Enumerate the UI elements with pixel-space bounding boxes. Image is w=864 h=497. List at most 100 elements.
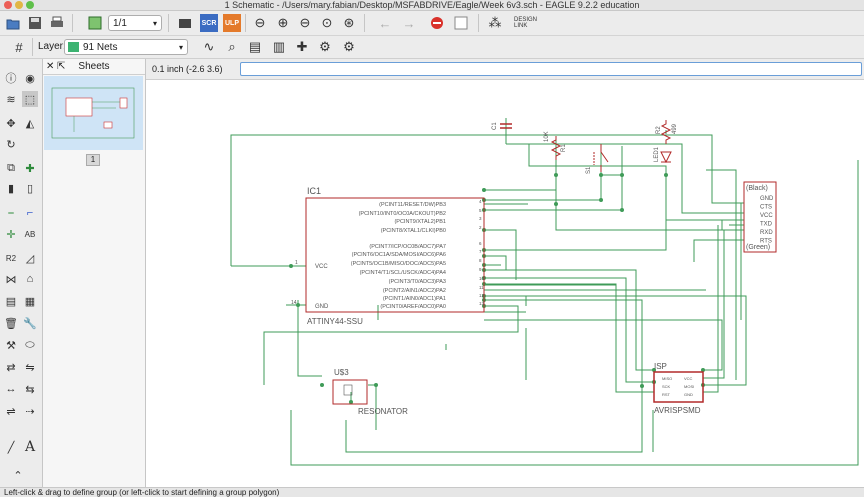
line-icon[interactable]: ◿: [25, 252, 35, 265]
wire-bend-icon[interactable]: ∿: [203, 39, 215, 54]
zoom-fit-icon[interactable]: ⊖: [254, 15, 266, 30]
resonator-name: U$3: [334, 368, 349, 377]
undo-icon[interactable]: ←: [378, 15, 392, 31]
ic1-pin-number: 6: [479, 241, 482, 246]
paste-icon[interactable]: ▤: [5, 295, 17, 308]
grid-icon[interactable]: #: [15, 39, 23, 55]
board-icon[interactable]: [86, 14, 104, 32]
split-icon[interactable]: ⋈: [5, 273, 17, 286]
search-icon[interactable]: ⌕: [228, 39, 236, 54]
filter-icon[interactable]: ▤: [248, 39, 262, 54]
ic1-symbol[interactable]: IC1 ATTINY44-SSU VCC GND 1 14 (PCINT11/R…: [291, 186, 485, 326]
value-icon[interactable]: R2: [5, 253, 17, 263]
brush-icon[interactable]: ⚒: [6, 339, 16, 352]
gateswap-icon[interactable]: ⇄: [6, 361, 16, 374]
show-icon[interactable]: ◉: [25, 72, 35, 85]
bus-icon[interactable]: ⌐: [26, 207, 34, 219]
add-net-icon[interactable]: ✚: [296, 39, 308, 54]
close-icon[interactable]: ✕: [46, 61, 55, 72]
mirror-icon[interactable]: ◭: [25, 117, 35, 130]
junction-icon[interactable]: ✛: [6, 228, 16, 241]
r2-symbol[interactable]: R2 499: [656, 120, 678, 144]
s1-name: S1: [586, 166, 592, 174]
ulp-button[interactable]: ULP: [223, 14, 241, 32]
wrench-icon[interactable]: 🔧: [23, 317, 37, 330]
expand-icon[interactable]: ⌃: [13, 469, 23, 482]
cut-icon[interactable]: ▦: [24, 295, 36, 308]
redo-icon[interactable]: →: [402, 15, 416, 31]
layer-select[interactable]: 91 Nets ▾: [64, 39, 188, 55]
ic1-pin-number: 3: [479, 216, 482, 221]
add-icon[interactable]: ✚: [25, 162, 35, 175]
split-wire-icon[interactable]: ⇢: [25, 405, 35, 418]
ic1-gnd-label: GND: [315, 304, 329, 310]
zoom-redraw-icon[interactable]: ⊛: [343, 15, 355, 30]
design-link-button[interactable]: DESIGN LINK: [514, 17, 538, 29]
label-icon[interactable]: AB: [24, 229, 36, 239]
sheet-thumbnail[interactable]: [44, 76, 143, 150]
smash-icon[interactable]: ⇋: [25, 361, 35, 374]
invoke-icon[interactable]: ⇆: [25, 383, 35, 396]
led1-symbol[interactable]: LED1: [654, 146, 672, 164]
ic1-pin-number: 10: [479, 276, 485, 281]
zoom-select-icon[interactable]: ⊙: [321, 15, 333, 30]
cam-icon[interactable]: [176, 14, 194, 32]
zoom-out-icon[interactable]: ⊖: [299, 15, 311, 30]
ftdi-pin-label: GND: [760, 196, 774, 202]
ic1-pin-number: 13: [479, 301, 485, 306]
undock-icon[interactable]: ⇱: [57, 61, 66, 72]
attributes-icon[interactable]: ▥: [272, 39, 286, 54]
s1-symbol[interactable]: S1: [586, 144, 609, 174]
stop-icon[interactable]: [428, 14, 446, 32]
ftdi-pin-label: RXD: [760, 230, 773, 236]
isp-pin-label: VCC: [684, 376, 693, 381]
move-icon[interactable]: ✥: [6, 117, 16, 130]
wire-icon[interactable]: ╱: [7, 441, 15, 454]
delete-icon[interactable]: 🗑: [4, 317, 18, 330]
save-icon[interactable]: [26, 14, 44, 32]
window-title: 1 Schematic - /Users/mary.fabian/Desktop…: [224, 0, 640, 10]
optimize-icon[interactable]: ↔: [5, 383, 17, 395]
sheet-select[interactable]: 1/1▾: [108, 15, 162, 31]
c1-symbol[interactable]: C1: [492, 118, 512, 144]
text-icon[interactable]: A: [24, 439, 36, 455]
info-icon[interactable]: ⓘ: [5, 73, 17, 85]
status-text: Left-click & drag to define group (or le…: [4, 488, 280, 497]
sheet-number[interactable]: 1: [86, 154, 100, 166]
scr-button[interactable]: SCR: [200, 14, 218, 32]
display-icon[interactable]: ≋: [6, 93, 16, 106]
rotate-icon[interactable]: ↻: [6, 138, 16, 151]
gear-icon[interactable]: ⚙: [343, 39, 355, 54]
chevron-down-icon: ▾: [178, 43, 183, 52]
coordinate-readout: 0.1 inch (-2.6 3.6): [152, 64, 223, 74]
print-icon[interactable]: [48, 14, 66, 32]
tag-icon[interactable]: ⌂: [26, 273, 34, 285]
ftdi-pin-label: TXD: [760, 222, 773, 228]
ic1-pin-number: 12: [479, 293, 485, 298]
replace-icon[interactable]: ▯: [26, 182, 34, 195]
ic1-pin-number: 5: [479, 208, 482, 213]
copy-icon[interactable]: ⧉: [7, 161, 15, 174]
open-icon[interactable]: [4, 14, 22, 32]
ic1-pin-label: (PCINT3/T0/ADC3)PA3: [389, 279, 446, 285]
toolbar-separator: [245, 14, 246, 32]
go-icon[interactable]: [452, 14, 470, 32]
pinswap-icon[interactable]: ▮: [7, 182, 15, 195]
minimize-window-button[interactable]: [15, 1, 23, 9]
settings-icon[interactable]: ⚙: [319, 39, 331, 54]
zoom-in-icon[interactable]: ⊕: [277, 15, 289, 30]
zoom-window-button[interactable]: [26, 1, 34, 9]
select-icon[interactable]: ⬚: [22, 91, 38, 107]
help-icon[interactable]: ⁂: [488, 15, 502, 30]
miter-icon[interactable]: ⇌: [6, 405, 16, 418]
command-input[interactable]: [240, 62, 862, 76]
r1-symbol[interactable]: R1 10K: [544, 131, 567, 160]
resonator-symbol[interactable]: U$3 RESONATOR: [332, 368, 408, 416]
schematic-canvas[interactable]: IC1 ATTINY44-SSU VCC GND 1 14 (PCINT11/R…: [146, 80, 864, 487]
group-icon[interactable]: ⬭: [25, 338, 35, 351]
r2-value: 499: [672, 123, 678, 134]
net-icon[interactable]: ⎯: [8, 206, 14, 219]
close-window-button[interactable]: [4, 1, 12, 9]
